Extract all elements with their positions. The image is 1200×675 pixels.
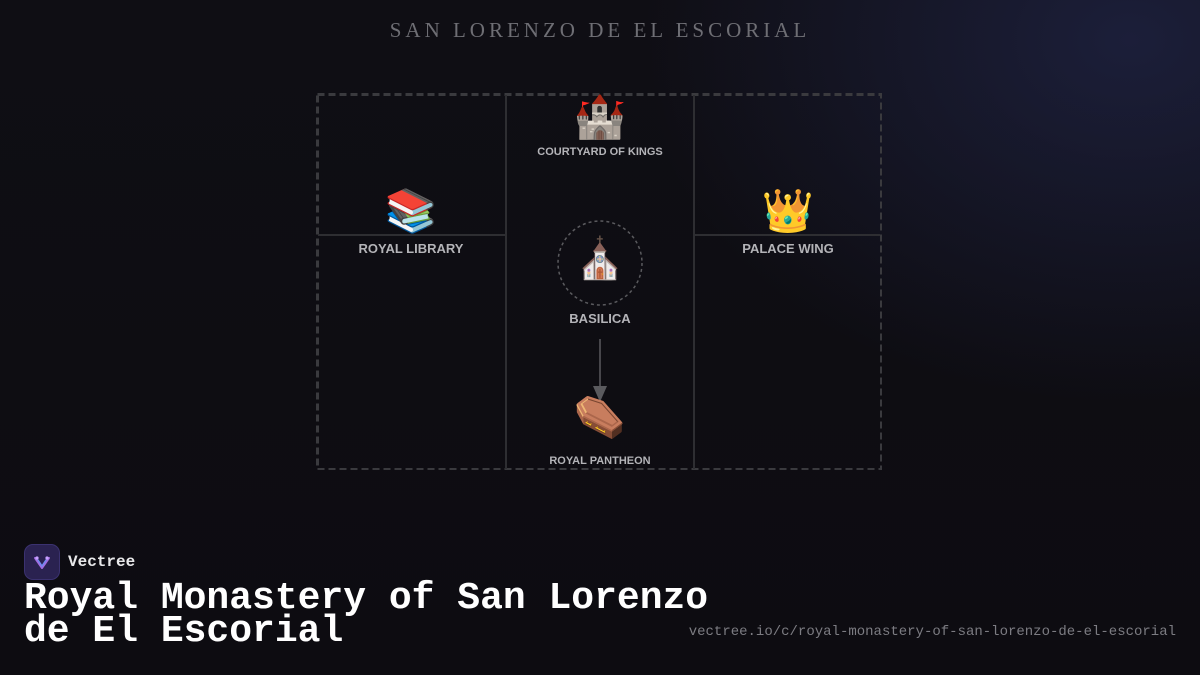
castle-icon: 🏰 (573, 93, 627, 140)
page-url-link[interactable]: vectree.io/c/royal-monastery-of-san-lore… (688, 624, 1176, 640)
node-label: BASILICA (569, 311, 631, 326)
node-royal-pantheon: ⚰️ ROYAL PANTHEON (500, 393, 700, 467)
node-palace-wing: 👑 PALACE WING (694, 187, 882, 256)
node-royal-library: 📚 ROYAL LIBRARY (316, 187, 506, 256)
node-label: ROYAL PANTHEON (549, 455, 651, 467)
node-label: PALACE WING (742, 241, 834, 256)
books-icon: 📚 (384, 187, 438, 234)
site-diagram: 🏰 COURTYARD OF KINGS 📚 ROYAL LIBRARY 👑 P… (316, 93, 882, 470)
brand[interactable]: Vectree (24, 544, 135, 580)
outer-frame (316, 93, 882, 470)
basilica-ring (557, 220, 643, 306)
main-title-line-2: de El Escorial (24, 610, 344, 653)
node-label: ROYAL LIBRARY (358, 241, 464, 256)
church-icon: ⛪ (575, 237, 625, 281)
edge-arrowhead (593, 386, 607, 402)
node-courtyard-of-kings: 🏰 COURTYARD OF KINGS (500, 93, 700, 158)
node-basilica: ⛪ BASILICA (500, 231, 700, 326)
brand-name: Vectree (68, 553, 136, 571)
page-title: SAN LORENZO DE EL ESCORIAL (389, 18, 811, 42)
vectree-logo-icon (24, 544, 60, 580)
coffin-icon: ⚰️ (573, 393, 627, 440)
main-title-line-1: Royal Monastery of San Lorenzo (24, 577, 709, 620)
crown-icon: 👑 (761, 187, 815, 234)
node-label: COURTYARD OF KINGS (537, 146, 663, 158)
main-title: Royal Monastery of San Lorenzo de El Esc… (24, 577, 709, 653)
diagram-lines (316, 93, 882, 470)
